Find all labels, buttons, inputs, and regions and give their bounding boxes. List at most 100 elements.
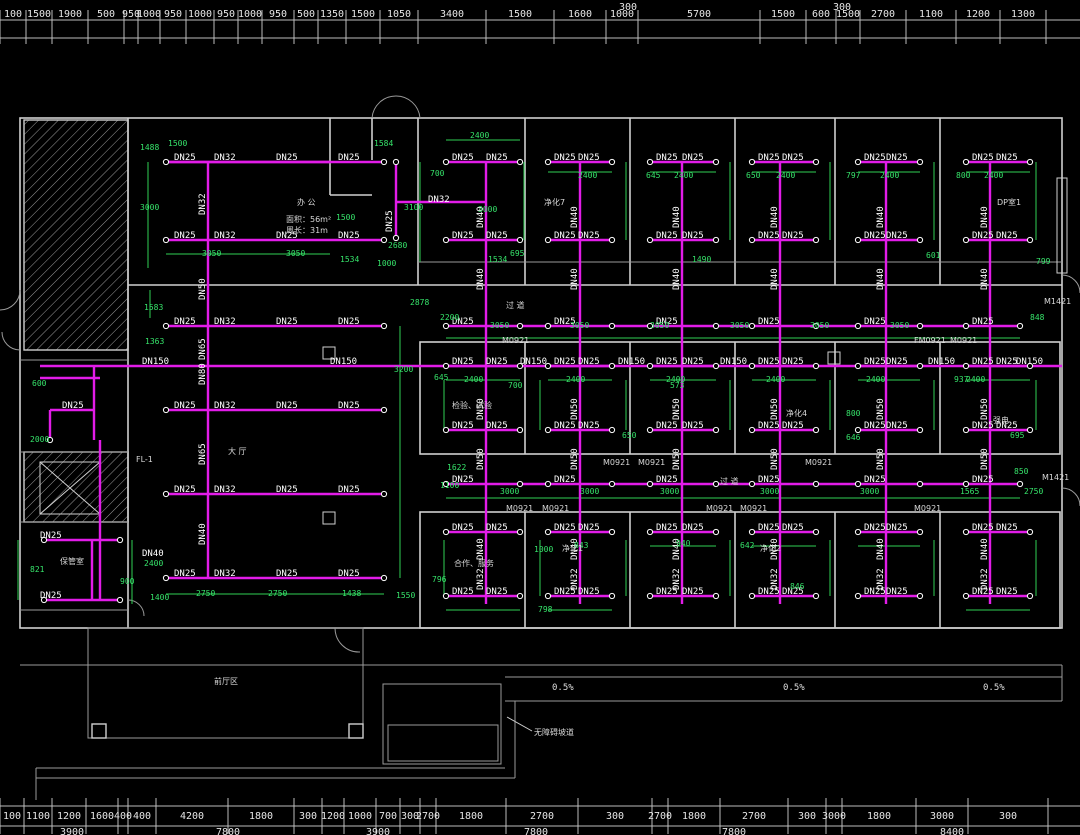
stair-hatch: [23, 119, 129, 351]
pipe-size-label: DN25: [782, 357, 804, 367]
pipe-size-label: DN25: [782, 231, 804, 241]
sprinkler-head: [854, 592, 862, 600]
sprinkler-head: [812, 362, 820, 370]
pipe-size-label: DN32: [770, 568, 780, 590]
pipe-size-label: DN25: [682, 357, 704, 367]
pipe-size-label: DN25: [886, 357, 908, 367]
sprinkler-head: [544, 426, 552, 434]
sprinkler-head: [380, 574, 388, 582]
sprinkler-head: [544, 158, 552, 166]
pipe-size-label: DN25: [758, 231, 780, 241]
sprinkler-heads: [40, 158, 1034, 604]
sprinkler-head: [712, 158, 720, 166]
sprinkler-head: [516, 362, 524, 370]
sprinkler-head: [1026, 426, 1034, 434]
sprinkler-head: [162, 406, 170, 414]
sprinkler-head: [442, 426, 450, 434]
sprinkler-head: [116, 596, 124, 604]
sprinkler-head: [712, 528, 720, 536]
sprinkler-head: [442, 480, 450, 488]
door-code: M0921: [506, 504, 533, 513]
door-code: FM0921: [914, 336, 946, 345]
dimension-value: 2400: [966, 375, 985, 384]
pipe-size-label: DN25: [276, 485, 298, 495]
dimension-value: 2400: [578, 171, 597, 180]
sprinkler-head: [608, 158, 616, 166]
sprinkler-head: [544, 322, 552, 330]
pipe-size-label: DN25: [554, 357, 576, 367]
dimension-value: 2700: [742, 811, 766, 822]
dimension-value: 800: [846, 409, 861, 418]
pipe-size-label: DN150: [618, 357, 645, 367]
dimension-value: 1500: [168, 139, 187, 148]
pipe-size-label: DN25: [62, 401, 84, 411]
dimension-value: 2400: [666, 375, 685, 384]
green-dimension-lines: [17, 139, 1037, 611]
pipe-size-label: DN25: [782, 421, 804, 431]
dimension-value: 1300: [1011, 9, 1035, 20]
sprinkler-head: [916, 158, 924, 166]
sprinkler-head: [1026, 592, 1034, 600]
dimension-value: 1100: [440, 481, 459, 490]
pipe-size-label: DN50: [476, 398, 486, 420]
pipe-size-label: DN50: [770, 448, 780, 470]
pipe-size-label: DN32: [876, 568, 886, 590]
dimension-value: 2400: [464, 375, 483, 384]
dimension-value: 1600: [568, 9, 592, 20]
sprinkler-head: [962, 158, 970, 166]
dimension-value: 1100: [26, 811, 50, 822]
pipe-size-label: DN50: [876, 448, 886, 470]
sprinkler-head: [854, 426, 862, 434]
pipe-size-label: DN25: [338, 153, 360, 163]
pipe-size-label: DN25: [656, 587, 678, 597]
dimension-value: 2700: [648, 811, 672, 822]
dimension-value: 1550: [396, 591, 415, 600]
pipe-size-label: DN25: [782, 523, 804, 533]
pipe-size-label: DN50: [876, 398, 886, 420]
pipe-size-label: DN25: [276, 153, 298, 163]
sprinkler-head: [748, 528, 756, 536]
sprinkler-head: [608, 322, 616, 330]
door-code: M0921: [542, 504, 569, 513]
pipe-size-label: DN150: [142, 357, 169, 367]
sprinkler-head: [812, 528, 820, 536]
pipe-size-label: DN32: [214, 569, 236, 579]
sprinkler-head: [40, 596, 48, 604]
pipe-size-label: DN25: [40, 531, 62, 541]
dimension-value: 7800: [722, 827, 746, 835]
sprinkler-head: [442, 158, 450, 166]
dimension-value: 601: [926, 251, 941, 260]
sprinkler-head: [712, 362, 720, 370]
dimension-value: 3000: [860, 487, 879, 496]
pipe-size-label: DN40: [198, 523, 208, 545]
sprinkler-head: [962, 592, 970, 600]
sprinkler-head: [712, 236, 720, 244]
dimension-value: 1800: [867, 811, 891, 822]
pipe-size-label: DN25: [886, 587, 908, 597]
dimension-value: 2700: [871, 9, 895, 20]
sprinkler-head: [712, 592, 720, 600]
dimension-value: 2400: [984, 171, 1003, 180]
pipe-size-label: DN25: [174, 485, 196, 495]
pipe-size-label: DN25: [864, 421, 886, 431]
sprinkler-head: [1016, 480, 1024, 488]
dimension-value: 3050: [810, 321, 829, 330]
dimension-value: 3050: [650, 321, 669, 330]
sprinkler-head: [116, 536, 124, 544]
dimension-value: 2750: [268, 589, 287, 598]
sprinkler-head: [544, 362, 552, 370]
sprinkler-head: [962, 362, 970, 370]
pipe-size-label: DN80: [198, 363, 208, 385]
pipe-size-label: DN50: [570, 398, 580, 420]
dimension-value: 1000: [188, 9, 212, 20]
dimension-value: 646: [846, 433, 861, 442]
sprinkler-head: [162, 236, 170, 244]
sprinkler-head: [608, 236, 616, 244]
pipe-size-label: DN25: [452, 357, 474, 367]
dimension-value: 1500: [351, 9, 375, 20]
pipe-size-label: DN25: [554, 231, 576, 241]
pipe-size-label: DN32: [214, 401, 236, 411]
dimension-value: 1534: [340, 255, 359, 264]
dimension-value: 700: [430, 169, 445, 178]
pipe-size-label: DN40: [770, 206, 780, 228]
